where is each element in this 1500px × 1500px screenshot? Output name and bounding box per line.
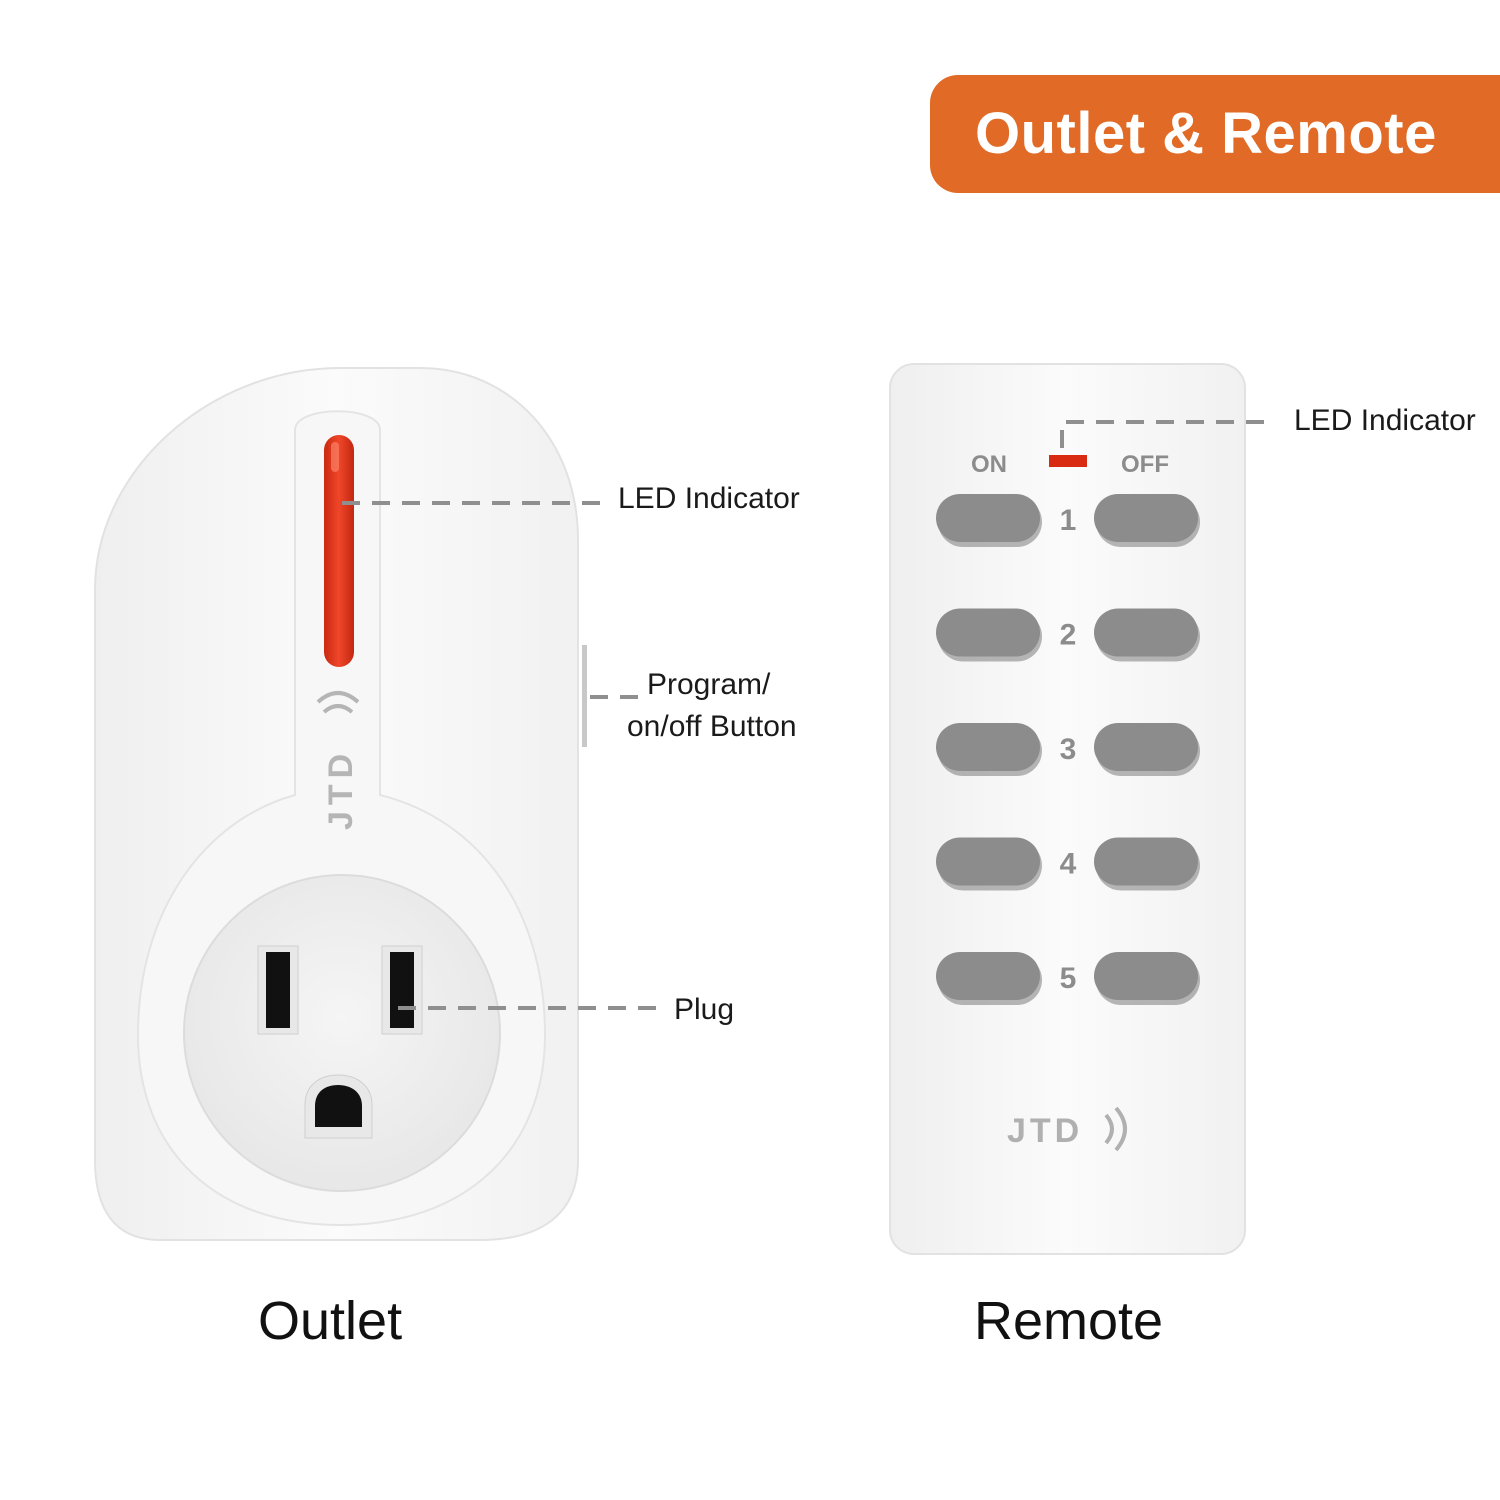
remote-on-label: ON <box>971 451 1007 478</box>
remote-brand-logo: JTD <box>1007 1106 1127 1152</box>
remote-on-button-1[interactable] <box>936 494 1040 542</box>
program-callout-line2: on/off Button <box>627 710 797 743</box>
remote-off-label: OFF <box>1121 451 1169 478</box>
remote-off-button-2[interactable] <box>1094 608 1198 657</box>
remote-on-button-3[interactable] <box>936 723 1040 771</box>
remote-off-button-5[interactable] <box>1094 952 1198 1000</box>
remote-button-grid: 1 2 3 4 5 <box>936 494 1200 1005</box>
remote-channel-label: 4 <box>1060 848 1077 881</box>
program-callout-line1: Program/ <box>647 668 771 701</box>
remote-led-callout: LED Indicator <box>1294 404 1476 437</box>
outlet-brand-text: JTD <box>322 748 360 830</box>
remote-channel-label: 3 <box>1060 733 1077 766</box>
outlet-caption: Outlet <box>258 1291 403 1351</box>
remote-off-button-4[interactable] <box>1094 837 1198 886</box>
title-banner <box>930 75 1500 193</box>
remote-led-indicator <box>1049 455 1087 467</box>
remote-off-button-1[interactable] <box>1094 494 1198 542</box>
banner-title: Outlet & Remote <box>975 101 1437 166</box>
remote-device: ON OFF 1 2 3 4 5 JTD <box>889 363 1246 1255</box>
socket-face <box>183 874 501 1192</box>
remote-caption: Remote <box>974 1291 1164 1351</box>
remote-on-button-2[interactable] <box>936 608 1040 657</box>
remote-on-button-4[interactable] <box>936 837 1040 886</box>
remote-body <box>889 363 1246 1255</box>
callout-line-remote-led <box>1060 420 1265 448</box>
remote-channel-label: 1 <box>1060 504 1077 537</box>
outlet-led-callout: LED Indicator <box>618 482 800 515</box>
remote-off-button-3[interactable] <box>1094 723 1198 771</box>
outlet-brand-logo: JTD <box>316 691 360 830</box>
remote-brand-text: JTD <box>1007 1112 1083 1150</box>
plug-callout: Plug <box>674 993 735 1026</box>
outlet-program-button <box>582 645 587 747</box>
remote-channel-label: 5 <box>1060 962 1077 995</box>
remote-channel-label: 2 <box>1060 619 1077 652</box>
outlet-device: JTD <box>94 367 587 1241</box>
remote-on-button-5[interactable] <box>936 952 1040 1000</box>
outlet-led-indicator <box>324 435 354 667</box>
